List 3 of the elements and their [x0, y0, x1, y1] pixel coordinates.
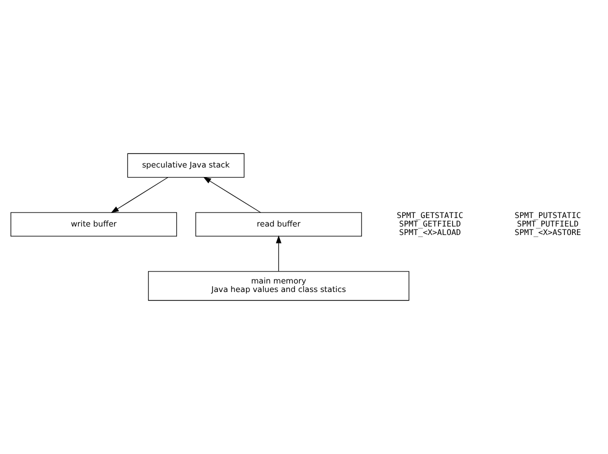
arrow	[203, 176, 261, 213]
arrow	[276, 235, 282, 272]
arrow	[110, 177, 168, 214]
